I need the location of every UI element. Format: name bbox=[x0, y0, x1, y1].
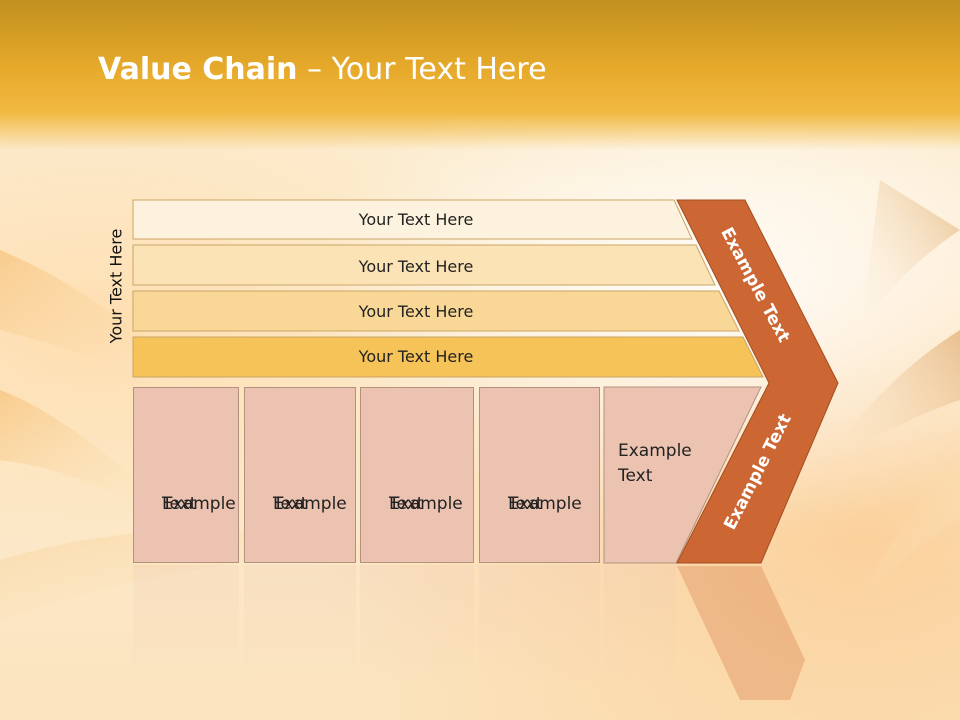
chevron-reflection bbox=[677, 566, 805, 700]
header-bar bbox=[0, 0, 960, 150]
band-2 bbox=[132, 244, 716, 286]
band-3-label: Your Text Here bbox=[358, 302, 474, 321]
band-3 bbox=[132, 290, 740, 332]
band-4-label: Your Text Here bbox=[358, 347, 474, 366]
boxes-reflection bbox=[133, 565, 733, 685]
band-1-label: Your Text Here bbox=[358, 210, 474, 229]
band-4 bbox=[132, 336, 764, 378]
title-bold: Value Chain bbox=[98, 52, 298, 87]
band-2-label: Your Text Here bbox=[358, 257, 474, 276]
chevron-arrow bbox=[676, 199, 839, 564]
slide-title: Value Chain – Your Text Here bbox=[98, 52, 547, 87]
title-rest: – Your Text Here bbox=[297, 52, 547, 87]
box-5-shape bbox=[603, 386, 762, 564]
band-1 bbox=[132, 199, 693, 240]
